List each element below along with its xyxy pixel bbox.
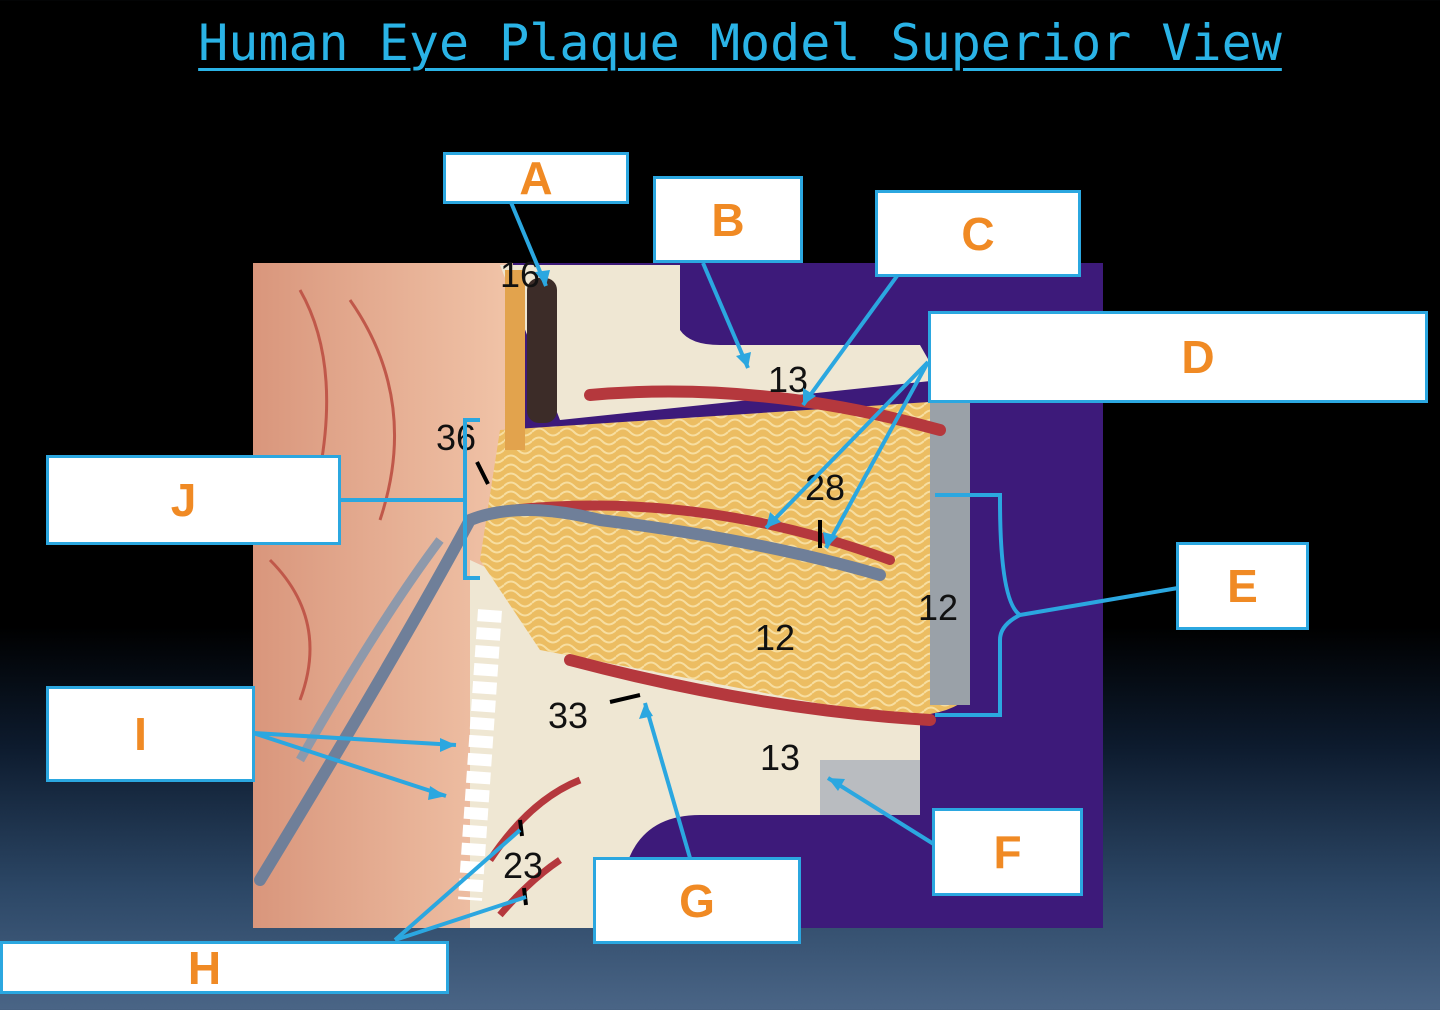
label-box-E[interactable]: E <box>1176 542 1309 630</box>
lens <box>480 400 965 716</box>
label-box-G[interactable]: G <box>593 857 801 944</box>
model-number-36: 36 <box>436 417 476 458</box>
label-box-I[interactable]: I <box>46 686 255 782</box>
model-number-13-top: 13 <box>768 359 808 400</box>
label-box-J[interactable]: J <box>46 455 341 545</box>
model-number-12-edge: 12 <box>918 587 958 628</box>
label-box-B[interactable]: B <box>653 176 803 263</box>
label-box-H[interactable]: H <box>0 941 449 994</box>
dark-strip <box>527 278 557 423</box>
label-box-F[interactable]: F <box>932 808 1083 896</box>
model-number-28: 28 <box>805 467 845 508</box>
leader-lines <box>252 199 1179 942</box>
model-number-13-bottom: 13 <box>760 737 800 778</box>
model-number-33: 33 <box>548 695 588 736</box>
model-number-23: 23 <box>503 845 543 886</box>
label-box-A[interactable]: A <box>443 152 629 204</box>
label-box-C[interactable]: C <box>875 190 1081 277</box>
label-box-D[interactable]: D <box>928 311 1428 403</box>
plaque-upper-body <box>500 265 940 420</box>
slide-title: Human Eye Plaque Model Superior View <box>198 14 1282 72</box>
model-number-12-center: 12 <box>755 617 795 658</box>
